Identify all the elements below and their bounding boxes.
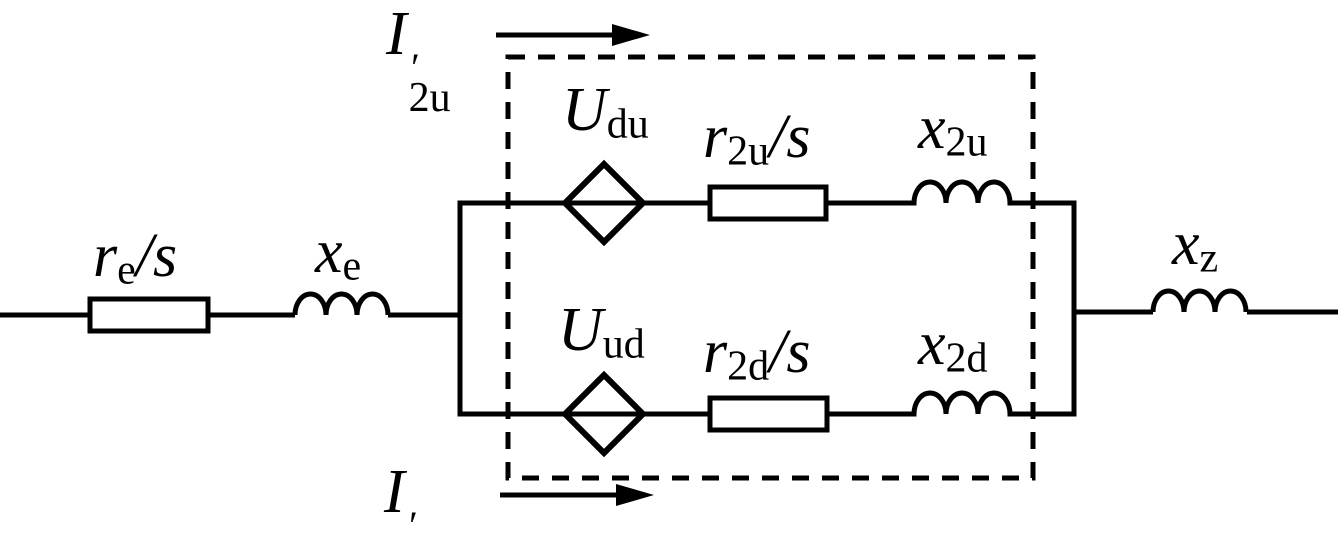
inductor-x2d-coil: [911, 390, 1013, 415]
inductor-xe-coil: [292, 291, 391, 316]
resistor-r2d-body: [707, 395, 830, 433]
label-resistor-up: r2u/s: [703, 103, 811, 175]
current-arrow-down: [500, 484, 654, 506]
inductor-x2u-coil: [911, 179, 1013, 204]
label-inductor-up: x2u: [918, 94, 988, 166]
label-series-resistor: re/s: [93, 222, 178, 294]
resistor-r2u-body: [707, 184, 829, 222]
label-series-inductor: xe: [315, 218, 362, 290]
label-inductor-down: x2d: [918, 310, 988, 382]
label-resistor-down: r2d/s: [703, 318, 811, 390]
source-uud-diamond: [560, 370, 648, 458]
current-arrow-up: [496, 24, 650, 46]
label-current-up: I′2u: [386, 0, 451, 121]
inductor-xz-coil: [1150, 288, 1249, 313]
label-source-up: Udu: [562, 76, 649, 148]
source-udu-diamond: [560, 159, 648, 247]
dashed-boundary-box: [505, 54, 1036, 481]
label-current-down: I′2d: [384, 458, 449, 537]
resistor-re-body: [87, 296, 211, 334]
label-output-inductor: xz: [1172, 210, 1219, 282]
label-source-down: Uud: [558, 296, 645, 368]
